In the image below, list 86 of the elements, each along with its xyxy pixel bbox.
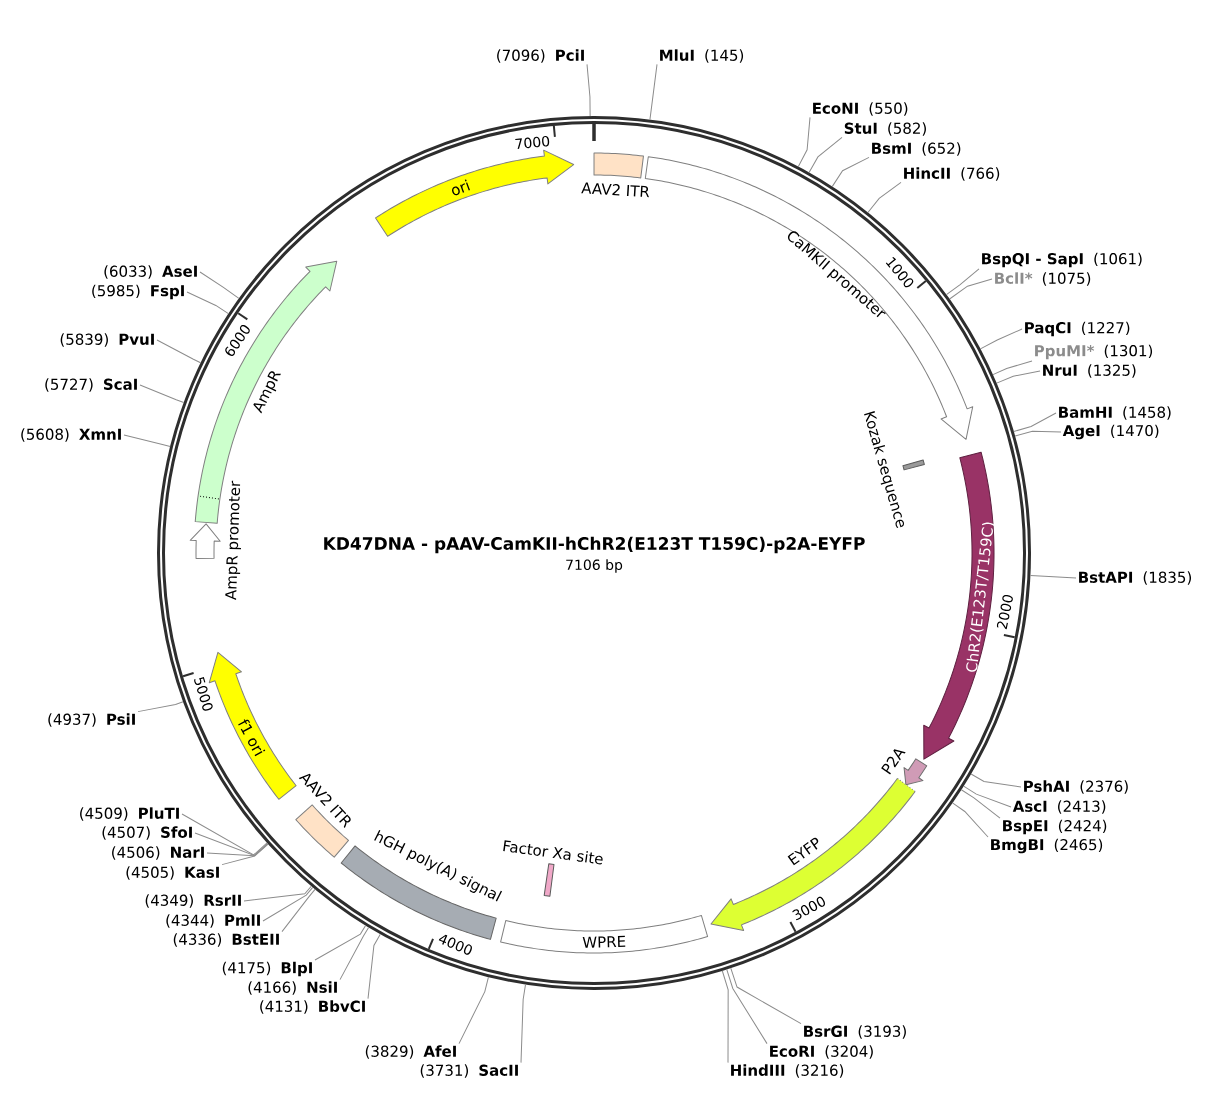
enzyme-label: (4937) PsiI — [48, 713, 135, 727]
enzyme-label: BsrGI (3193) — [804, 1025, 906, 1039]
enzyme-label: HincII (766) — [904, 167, 1000, 181]
enzyme-label: StuI (582) — [844, 122, 926, 136]
enzyme-label: (5839) PvuI — [60, 333, 154, 347]
leader-line — [649, 63, 658, 121]
leader-line — [996, 370, 1041, 384]
enzyme-label: (4175) BlpI — [222, 961, 312, 977]
leader-line — [243, 885, 312, 902]
enzyme-label: BclI* (1075) — [995, 272, 1091, 286]
leader-line — [963, 785, 1012, 808]
leader-line — [156, 339, 202, 364]
leader-line — [979, 328, 1023, 350]
leader-line — [137, 701, 184, 713]
leader-line — [960, 789, 1001, 819]
enzyme-label: BspEI (2424) — [1003, 819, 1107, 835]
leader-line — [314, 925, 367, 961]
enzyme-label: BmgBI (2465) — [991, 838, 1103, 854]
length-label: 7106 bp — [566, 559, 623, 573]
leader-line — [1029, 575, 1077, 579]
leader-line — [281, 888, 316, 933]
enzyme-label: (3731) SacII — [420, 1064, 518, 1078]
tick-label: 4000 — [438, 934, 472, 955]
leader-line — [181, 813, 268, 856]
leader-line — [730, 967, 802, 1025]
leader-line — [797, 116, 811, 168]
enzyme-label: (6033) AseI — [104, 265, 197, 279]
feature-label: AAV2 ITR — [581, 182, 650, 198]
leader-line — [458, 976, 489, 1045]
leader-line — [123, 434, 171, 447]
feature-box: WPRE — [500, 914, 709, 954]
leader-line — [945, 268, 980, 296]
enzyme-label: (4507) SfoI — [102, 826, 192, 840]
leader-line — [1014, 430, 1062, 437]
feature-label: Factor Xa site — [503, 840, 603, 865]
leader-line — [194, 832, 269, 856]
leader-line — [586, 63, 591, 117]
enzyme-label: (4131) BbvCI — [260, 1000, 365, 1014]
enzyme-label: EcoRI (3204) — [770, 1045, 873, 1059]
leader-line — [520, 984, 526, 1064]
enzyme-label: (4509) PluTI — [80, 807, 179, 821]
enzyme-label: (4166) NsiI — [248, 981, 337, 995]
enzyme-label: AgeI (1470) — [1062, 424, 1159, 440]
leader-line — [186, 291, 229, 315]
enzyme-label: MluI (145) — [660, 49, 744, 63]
enzyme-label: (4336) BstEII — [173, 933, 279, 947]
leader-line — [949, 278, 993, 300]
feature-block: ori — [375, 149, 575, 237]
enzyme-label: (4349) RsrII — [145, 894, 241, 908]
enzyme-label: (5608) XmnI — [21, 428, 121, 442]
enzyme-label: (4344) PmlI — [166, 914, 260, 928]
enzyme-label: AscI (2413) — [1012, 800, 1106, 814]
enzyme-label: BspQI - SapI (1061) — [982, 252, 1142, 268]
feature-label: P2A — [881, 749, 906, 775]
enzyme-label: (5727) ScaI — [45, 378, 137, 392]
leader-line — [721, 970, 729, 1064]
enzyme-label: HindIII (3216) — [731, 1064, 844, 1078]
enzyme-label: (4506) NarI — [112, 846, 204, 860]
enzyme-label: (3829) AfeI — [365, 1045, 456, 1059]
leader-line — [367, 933, 381, 1000]
leader-line — [262, 886, 314, 922]
leader-line — [808, 136, 843, 174]
leader-line — [1013, 412, 1057, 432]
enzyme-label: BsmI (652) — [872, 142, 961, 156]
enzyme-label: EcoNI (550) — [813, 102, 908, 116]
leader-line — [992, 360, 1033, 376]
enzyme-label: (4505) KasI — [126, 866, 219, 880]
enzyme-label: BstAPI (1835) — [1079, 571, 1191, 585]
enzyme-label: PaqCI (1227) — [1025, 321, 1130, 337]
enzyme-label: NruI (1325) — [1043, 364, 1136, 378]
enzyme-label: BamHI (1458) — [1059, 406, 1171, 420]
leader-line — [726, 968, 768, 1045]
leader-line — [139, 384, 185, 404]
title: KD47DNA - pAAV-CamKII-hChR2(E123T T159C)-p2A-EYFP — [324, 536, 865, 554]
leader-line — [831, 156, 870, 188]
leader-line — [970, 773, 1022, 788]
leader-line — [339, 926, 370, 981]
leader-line — [199, 271, 240, 299]
enzyme-label: PshAI (2376) — [1024, 780, 1128, 794]
leader-line — [206, 843, 269, 857]
feature-label: AmpR promoter — [225, 480, 241, 601]
leader-line — [867, 181, 902, 213]
leader-line — [952, 802, 989, 838]
enzyme-label: (5985) FspI — [92, 284, 184, 300]
enzyme-label: PpuMI* (1301) — [1035, 344, 1153, 360]
enzyme-label: (7096) PciI — [497, 49, 584, 63]
